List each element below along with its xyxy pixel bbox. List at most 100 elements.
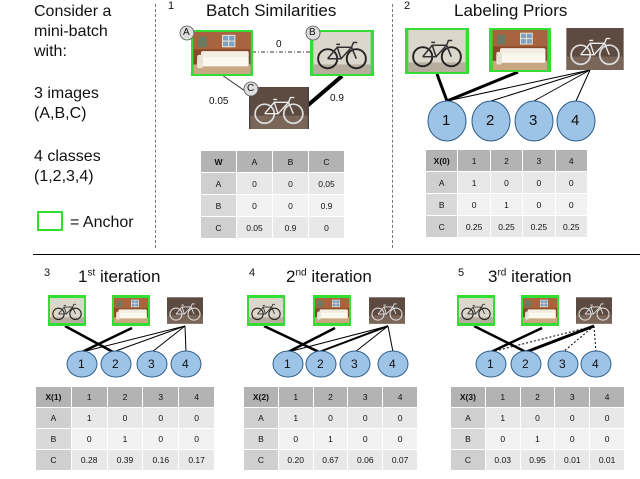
table-cell: 0 — [236, 194, 273, 217]
table-cell: 0.25 — [554, 215, 589, 238]
table-cell: A — [35, 407, 72, 429]
table-header-cell: 2 — [519, 386, 556, 408]
table-cell: 0.9 — [308, 194, 345, 217]
table-cell: 0 — [142, 428, 180, 450]
table-cell: 0 — [106, 407, 144, 429]
table-header-cell: 3 — [347, 386, 384, 408]
table-header-cell: 2 — [312, 386, 349, 408]
table-cell: 0 — [178, 407, 215, 429]
table-header-row: X(3) 1 2 3 4 — [450, 386, 625, 408]
table-header-cell: 3 — [522, 149, 556, 172]
table-header-cell: 4 — [554, 149, 589, 172]
table-cell: 0 — [308, 216, 345, 239]
table-row: C 0.03 0.95 0.01 0.01 — [450, 449, 625, 471]
table-cell: 0 — [522, 193, 556, 216]
intro-images: 3 images (A,B,C) — [34, 84, 99, 124]
iteration2-table: X(2) 1 2 3 4 A 1 0 0 0 B 0 1 0 0 C 0.20 … — [243, 386, 418, 471]
anchor-legend-label: = Anchor — [70, 214, 134, 231]
title-ordinal-suffix: st — [87, 267, 96, 279]
table-cell: 0 — [382, 407, 418, 429]
table-cell: B — [200, 194, 237, 217]
table-cell: C — [35, 449, 72, 471]
class-node-1: 1 — [78, 357, 85, 371]
node-label-c-badge — [243, 81, 259, 97]
table-cell: 0 — [484, 428, 521, 450]
panel-title: Batch Similarities — [206, 1, 337, 20]
table-header-cell: 2 — [106, 386, 144, 408]
divider-vertical — [392, 4, 393, 248]
intro-line: 4 classes — [34, 148, 101, 165]
class-node-3: 3 — [351, 357, 358, 371]
divider-vertical — [155, 4, 156, 248]
title-ordinal-suffix: rd — [497, 267, 507, 279]
table-header-row: X(2) 1 2 3 4 — [243, 386, 418, 408]
table-header-cell: X(2) — [243, 386, 279, 408]
table-cell: 0.06 — [347, 449, 384, 471]
table-header-cell: X(3) — [450, 386, 486, 408]
intro-line: (1,2,3,4) — [34, 168, 94, 185]
table-cell: 0 — [554, 428, 591, 450]
table-cell: 0 — [312, 407, 349, 429]
table-cell: 0.39 — [106, 449, 144, 471]
panel-title: 3rd iteration — [488, 267, 572, 287]
table-cell: 0 — [277, 428, 314, 450]
table-cell: A — [424, 171, 459, 194]
title-text: iteration — [506, 267, 572, 286]
table-row: A 1 0 0 0 — [450, 407, 625, 429]
panel-number: 2 — [404, 0, 411, 12]
similarity-matrix-table: W A B C A 0 0 0.05 B 0 0 0.9 C 0.05 0.9 … — [200, 150, 345, 239]
table-header-cell: 4 — [382, 386, 418, 408]
table-cell: 0.28 — [70, 449, 108, 471]
table-header-cell: A — [236, 150, 273, 173]
edge-weight-ab: 0 — [276, 39, 282, 50]
table-cell: 0.67 — [312, 449, 349, 471]
table-cell: 1 — [484, 407, 521, 429]
table-header-cell: 2 — [489, 149, 524, 172]
table-cell: 0.07 — [382, 449, 418, 471]
edge-weight-bc: 0.9 — [330, 93, 344, 104]
node-label-c: C — [247, 83, 255, 94]
class-node-4: 4 — [592, 357, 599, 371]
table-cell: C — [424, 215, 459, 238]
table-cell: 0 — [522, 171, 556, 194]
class-node-1: 1 — [487, 357, 494, 371]
table-header-cell: 1 — [484, 386, 521, 408]
class-node-3: 3 — [148, 357, 155, 371]
table-cell: 0.25 — [522, 215, 556, 238]
class-node-4: 4 — [182, 357, 189, 371]
labeling-priors-graph — [405, 28, 624, 103]
table-cell: 0.20 — [277, 449, 314, 471]
title-ordinal-suffix: nd — [295, 267, 307, 279]
table-header-cell: 1 — [70, 386, 108, 408]
class-node-3: 3 — [529, 112, 538, 129]
panel-number: 3 — [44, 267, 51, 279]
table-cell: 0 — [236, 172, 273, 195]
table-row: C 0.05 0.9 0 — [200, 216, 345, 239]
intro-line: 3 images — [34, 85, 99, 102]
table-cell: 0 — [457, 193, 491, 216]
table-cell: 0 — [554, 407, 591, 429]
table-cell: 1 — [70, 407, 108, 429]
table-cell: 0 — [272, 194, 309, 217]
class-node-2: 2 — [522, 357, 529, 371]
table-cell: 1 — [277, 407, 314, 429]
table-header-row: X(0) 1 2 3 4 — [424, 149, 589, 172]
table-header-cell: 1 — [457, 149, 491, 172]
table-header-cell: X(1) — [35, 386, 72, 408]
table-row: B 0 1 0 0 — [243, 428, 418, 450]
iteration3-graph — [457, 295, 612, 354]
table-row: A 1 0 0 0 — [243, 407, 418, 429]
table-cell: 0 — [589, 407, 625, 429]
intro-line: (A,B,C) — [34, 105, 87, 122]
table-row: B 0 1 0 0 — [424, 193, 589, 216]
class-node-4: 4 — [389, 357, 396, 371]
intro-text: Consider a mini-batch with: — [34, 2, 111, 62]
table-cell: 0 — [272, 172, 309, 195]
table-cell: A — [200, 172, 237, 195]
table-cell: 0.05 — [236, 216, 273, 239]
title-ordinal: 3 — [488, 267, 498, 286]
table-cell: 0.05 — [308, 172, 345, 195]
table-cell: 0.01 — [589, 449, 625, 471]
iteration3-table: X(3) 1 2 3 4 A 1 0 0 0 B 0 1 0 0 C 0.03 … — [450, 386, 625, 471]
